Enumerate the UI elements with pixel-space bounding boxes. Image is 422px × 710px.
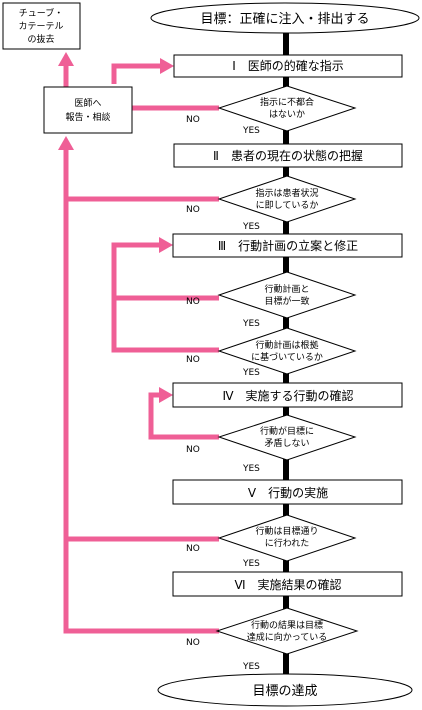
decision-1-line-1: 指示に不都合 xyxy=(260,96,314,108)
report-label-1: 医師へ xyxy=(74,97,101,109)
report-box xyxy=(43,86,133,134)
decision-7-line-1: 行動の結果は目標 xyxy=(251,619,323,631)
step-1-label: Ⅰ 医師の的確な指示 xyxy=(232,58,344,73)
arrowhead-to-s1 xyxy=(160,58,174,74)
step-1-box xyxy=(173,54,403,78)
removal-label-3: の抜去 xyxy=(27,33,54,45)
decision-7-line-2: 達成に向かっている xyxy=(247,631,328,643)
decision-4 xyxy=(217,327,357,375)
end-terminal xyxy=(157,673,413,707)
decision-6 xyxy=(217,514,357,562)
branch-labels: NO YES NO YES NO YES NO YES NO YES NO YE… xyxy=(186,115,260,672)
decision-2 xyxy=(217,175,357,223)
loop-s3 xyxy=(111,242,219,301)
yes-label-d1: YES xyxy=(242,126,260,136)
feedback-lines xyxy=(63,63,219,634)
arrowhead-to-report xyxy=(58,136,74,150)
no-label-d4: NO xyxy=(186,355,200,365)
decision-2-line-2: に即しているか xyxy=(256,200,319,211)
no-label-d1: NO xyxy=(186,115,200,125)
decision-5-line-2: 矛盾しない xyxy=(264,438,309,449)
no-label-d7: NO xyxy=(186,638,200,648)
yes-label-d6: YES xyxy=(242,559,260,569)
yes-label-d4: YES xyxy=(242,368,260,378)
process-steps: Ⅰ 医師の的確な指示 Ⅱ 患者の現在の状態の把握 Ⅲ 行動計画の立案と修正 Ⅳ … xyxy=(172,54,403,597)
decision-3 xyxy=(217,271,357,319)
decision-7 xyxy=(215,607,359,655)
step-4-box xyxy=(172,382,403,408)
report-label-2: 報告・相談 xyxy=(65,111,110,123)
step-5-box xyxy=(172,479,403,505)
decision-3-line-2: 目標が一致 xyxy=(264,295,309,307)
decision-4-line-1: 行動計画は根拠 xyxy=(255,339,318,351)
step-2-box xyxy=(173,143,403,168)
removal-box xyxy=(2,2,81,50)
arrowhead-to-s3 xyxy=(159,237,173,253)
removal-label-1: チューブ・ xyxy=(19,7,63,19)
loop-s4 xyxy=(148,392,219,440)
decision-6-line-2: に行われた xyxy=(265,537,310,549)
decision-2-line-1: 指示は患者状況 xyxy=(255,187,318,199)
step-6-label: Ⅵ 実施結果の確認 xyxy=(234,577,341,592)
no-label-d5: NO xyxy=(186,445,200,455)
start-terminal xyxy=(150,2,420,34)
return-line-left xyxy=(63,148,219,634)
yes-label-d7: YES xyxy=(242,662,260,672)
yes-label-d3: YES xyxy=(242,319,260,329)
no-label-d2: NO xyxy=(186,205,200,215)
yes-label-d5: YES xyxy=(242,464,260,474)
report-to-s1 xyxy=(111,63,165,84)
decision-3-line-1: 行動計画と xyxy=(264,283,309,295)
step-6-box xyxy=(172,571,403,597)
arrowhead-to-removal xyxy=(58,52,74,66)
decision-5 xyxy=(217,414,357,461)
no-label-d3: NO xyxy=(186,297,200,307)
step-3-label: Ⅲ 行動計画の立案と修正 xyxy=(218,238,358,253)
removal-label-2: カテーテル xyxy=(18,21,63,32)
step-3-box xyxy=(172,233,403,258)
step-2-label: Ⅱ 患者の現在の状態の把握 xyxy=(213,148,363,163)
start-label: 目標：正確に注入・排出する xyxy=(200,11,369,27)
decisions: 指示に不都合 はないか 指示は患者状況 に即しているか 行動計画と 目標が一致 … xyxy=(215,85,359,655)
step-5-label: Ⅴ 行動の実施 xyxy=(248,485,328,500)
yes-label-d2: YES xyxy=(242,222,260,232)
decision-1-line-2: はないか xyxy=(269,109,305,120)
decision-5-line-1: 行動が目標に xyxy=(260,425,314,437)
feedback-arrowheads xyxy=(58,52,174,403)
end-label: 目標の達成 xyxy=(252,684,317,699)
arrowhead-to-s4 xyxy=(159,387,173,403)
decision-6-line-1: 行動は目標通り xyxy=(255,525,318,537)
loop-s3-b xyxy=(111,298,219,353)
step-4-label: Ⅳ 実施する行動の確認 xyxy=(222,388,353,403)
no-label-d6: NO xyxy=(186,544,200,554)
decision-4-line-2: に基づいているか xyxy=(251,351,323,363)
decision-1 xyxy=(217,85,357,132)
